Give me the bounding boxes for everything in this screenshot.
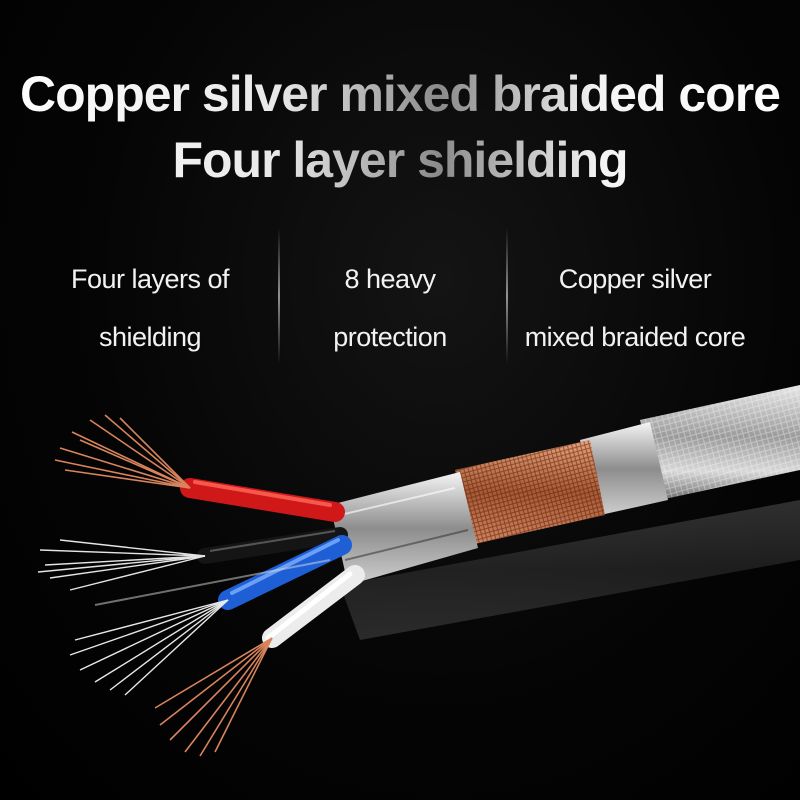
blue-wire-strands xyxy=(69,599,229,696)
feature-protection-line-2: protection xyxy=(333,322,447,352)
feature-shielding-line-1: Four layers of xyxy=(70,264,230,294)
foil-shield-layer xyxy=(580,422,668,516)
copper-braid-layer xyxy=(455,440,605,545)
inner-foil-layer xyxy=(330,472,478,585)
feature-shielding-line-2: shielding xyxy=(98,322,202,352)
feature-protection-line-1: 8 heavy xyxy=(344,264,436,294)
black-wire-strands xyxy=(37,539,206,591)
feature-braided-core-line-1: Copper silver xyxy=(558,264,712,294)
feature-shielding: Four layers of shielding xyxy=(40,250,260,366)
feature-divider xyxy=(506,228,508,364)
blue-wire xyxy=(218,535,352,610)
black-wire xyxy=(197,527,348,564)
white-wire xyxy=(262,565,365,648)
headline-line-2: Four layer shielding xyxy=(0,130,800,190)
feature-protection: 8 heavy protection xyxy=(290,250,490,366)
cable-reflection xyxy=(340,500,800,640)
feature-divider xyxy=(278,228,280,364)
red-wire-strands xyxy=(54,414,191,489)
red-wire xyxy=(180,478,345,522)
feature-braided-core-line-2: mixed braided core xyxy=(524,322,746,352)
drain-wire xyxy=(94,559,331,606)
feature-braided-core: Copper silver mixed braided core xyxy=(505,250,765,366)
outer-braid-jacket xyxy=(640,385,800,500)
headline-line-1: Copper silver mixed braided core xyxy=(0,64,800,124)
white-wire-strands xyxy=(154,637,273,757)
